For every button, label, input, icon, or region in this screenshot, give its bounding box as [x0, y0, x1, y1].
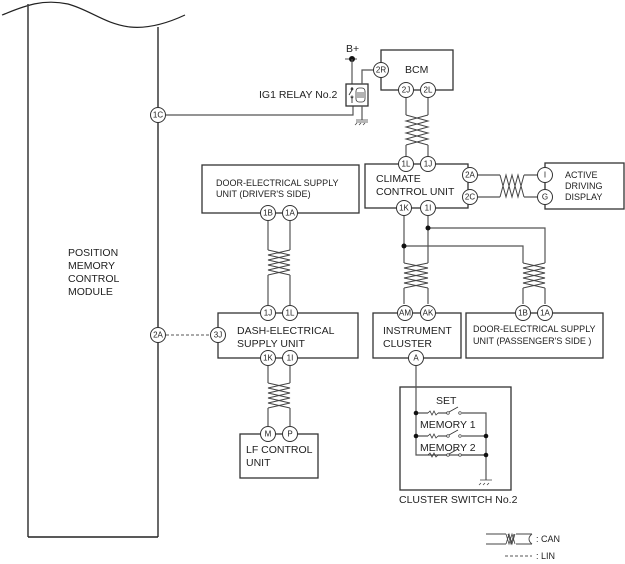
- add-pin-i: [537, 167, 553, 183]
- climate-pin-1k: [396, 200, 412, 216]
- door-electrical-supply-unit-driver: DOOR-ELECTRICAL SUPPLY UNIT (DRIVER'S SI…: [201, 164, 360, 214]
- dash-pin-1k-label: 1K: [263, 354, 273, 363]
- add-label-1: ACTIVE: [565, 170, 598, 180]
- bcm: BCM: [380, 49, 454, 91]
- dash-pin-1i-label: 1I: [287, 354, 294, 363]
- add-label-3: DISPLAY: [565, 192, 602, 202]
- can-twisted-pair-door-passenger: [522, 262, 546, 304]
- climate-pin-1l: [398, 156, 414, 172]
- door-electrical-supply-unit-passenger: DOOR-ELECTRICAL SUPPLY UNIT (PASSENGER'S…: [465, 312, 604, 359]
- legend-can-label: : CAN: [536, 534, 560, 544]
- door-driver-pin-1a-label: 1A: [285, 209, 295, 218]
- lf-label-2: UNIT: [246, 457, 271, 469]
- pmcm-label-2: MEMORY: [68, 260, 115, 272]
- pmcm-label-3: CONTROL: [68, 273, 119, 285]
- add-pin-i-label: I: [544, 171, 546, 180]
- climate-label-1: CLIMATE: [376, 173, 421, 185]
- door-pass-label-1: DOOR-ELECTRICAL SUPPLY: [473, 324, 596, 334]
- door-driver-label-2: UNIT (DRIVER'S SIDE): [216, 189, 311, 199]
- cluster-switch-no2: SET MEMORY 1 MEMORY 2 CLUSTER SWITCH No.…: [399, 366, 518, 506]
- cluster-pin-ak: [420, 305, 436, 321]
- climate-pin-1k-label: 1K: [399, 204, 409, 213]
- door-driver-pin-1b: [260, 205, 276, 221]
- legend-lin-label: : LIN: [536, 551, 555, 561]
- climate-pin-2c: [462, 189, 478, 205]
- door-pass-pin-1a: [537, 305, 553, 321]
- pin-1c-label: 1C: [153, 111, 163, 120]
- cluster-pin-am-label: AM: [399, 309, 411, 318]
- can-twisted-pair-bcm-climate: [404, 98, 430, 157]
- lf-label-1: LF CONTROL: [246, 444, 313, 456]
- cluster-pin-a: [408, 350, 424, 366]
- lf-pin-p: [282, 426, 298, 442]
- ig1-relay: IG1 RELAY No.2: [259, 83, 369, 107]
- pin-1c: [150, 107, 166, 123]
- dash-pin-3j-label: 3J: [214, 331, 222, 340]
- dash-pin-1l-label: 1L: [286, 309, 295, 318]
- door-pass-pin-1a-label: 1A: [540, 309, 550, 318]
- dash-pin-3j: [210, 327, 226, 343]
- climate-pin-2a-label: 2A: [465, 171, 475, 180]
- climate-pin-1j: [420, 156, 436, 172]
- pin-2a: [150, 327, 166, 343]
- door-pass-pin-1b-label: 1B: [518, 309, 528, 318]
- can-twisted-pair-climate-add: [478, 173, 538, 199]
- bcm-label: BCM: [405, 64, 428, 76]
- dash-pin-1l: [282, 305, 298, 321]
- door-pass-label-2: UNIT (PASSENGER'S SIDE ): [473, 336, 591, 346]
- bcm-pin-2j-label: 2J: [402, 86, 410, 95]
- active-driving-display: ACTIVE DRIVING DISPLAY: [544, 162, 625, 210]
- pmcm-label-4: MODULE: [68, 286, 113, 298]
- lf-pin-m-label: M: [265, 430, 272, 439]
- lf-pin-p-label: P: [287, 430, 292, 439]
- bcm-pin-2l: [420, 82, 436, 98]
- dash-pin-1j-label: 1J: [264, 309, 272, 318]
- add-pin-g-label: G: [542, 193, 548, 202]
- door-pass-pin-1b: [515, 305, 531, 321]
- switch-memory2-label: MEMORY 2: [420, 442, 476, 454]
- cluster-pin-ak-label: AK: [423, 309, 434, 318]
- climate-pin-1j-label: 1J: [424, 160, 432, 169]
- cluster-pin-a-label: A: [413, 354, 419, 363]
- climate-label-2: CONTROL UNIT: [376, 186, 455, 198]
- cluster-label-2: CLUSTER: [383, 338, 432, 350]
- climate-pin-2a: [462, 167, 478, 183]
- bcm-pin-2r: [373, 62, 389, 78]
- climate-pin-1i: [420, 200, 436, 216]
- add-pin-g: [537, 189, 553, 205]
- dash-pin-1i: [282, 350, 298, 366]
- lf-control-unit: LF CONTROL UNIT: [239, 433, 319, 479]
- battery-label: B+: [346, 43, 359, 55]
- cluster-pin-am: [397, 305, 413, 321]
- switch-set-label: SET: [436, 395, 457, 407]
- dash-pin-1j: [260, 305, 276, 321]
- bcm-pin-2j: [398, 82, 414, 98]
- door-driver-label-1: DOOR-ELECTRICAL SUPPLY: [216, 178, 339, 188]
- bcm-pin-2l-label: 2L: [424, 86, 433, 95]
- climate-pin-1l-label: 1L: [402, 160, 411, 169]
- cluster-label-1: INSTRUMENT: [383, 325, 452, 337]
- can-twisted-pair-door-dash: [267, 221, 291, 305]
- door-driver-pin-1b-label: 1B: [263, 209, 273, 218]
- position-memory-control-module: POSITION MEMORY CONTROL MODULE: [1, 0, 186, 538]
- pmcm-label-1: POSITION: [68, 247, 118, 259]
- relay-label: IG1 RELAY No.2: [259, 89, 338, 101]
- dash-label-1: DASH-ELECTRICAL: [237, 325, 335, 337]
- climate-control-unit: CLIMATE CONTROL UNIT: [364, 163, 469, 209]
- add-label-2: DRIVING: [565, 181, 603, 191]
- switch-memory1-label: MEMORY 1: [420, 419, 476, 431]
- climate-pin-1i-label: 1I: [425, 204, 432, 213]
- bcm-pin-2r-label: 2R: [376, 66, 386, 75]
- pin-2a-label: 2A: [153, 331, 163, 340]
- can-twisted-pair-dash-lf: [267, 366, 291, 426]
- legend: : CAN : LIN: [486, 532, 560, 561]
- dash-pin-1k: [260, 350, 276, 366]
- door-driver-pin-1a: [282, 205, 298, 221]
- cluster-switch-label: CLUSTER SWITCH No.2: [399, 494, 518, 506]
- lf-pin-m: [260, 426, 276, 442]
- can-twisted-pair-cluster: [403, 262, 429, 304]
- climate-pin-2c-label: 2C: [465, 193, 475, 202]
- dash-label-2: SUPPLY UNIT: [237, 338, 305, 350]
